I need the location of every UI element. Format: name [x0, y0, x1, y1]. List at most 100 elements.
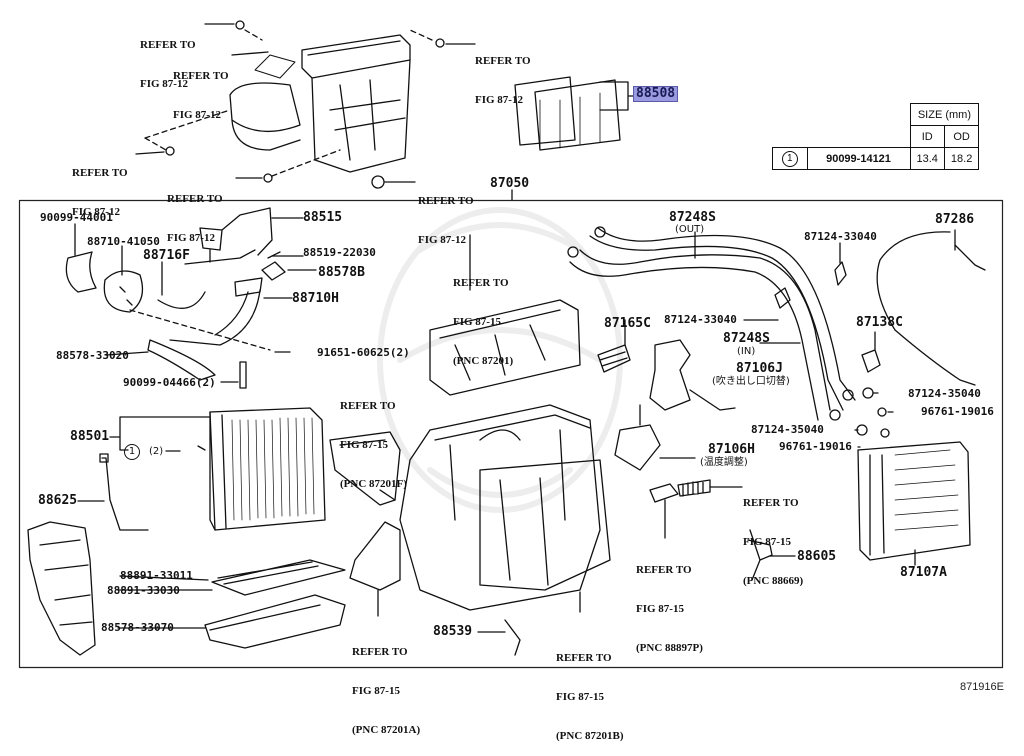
- refer-to-fig-87-12[interactable]: REFER TO FIG 87-12: [418, 169, 474, 260]
- table-blank: [773, 104, 911, 126]
- refer-to-fig-87-12[interactable]: REFER TO FIG 87-12: [173, 44, 229, 135]
- part-96761-19016[interactable]: 96761-19016: [921, 405, 994, 418]
- part-88891-33011[interactable]: 88891-33011: [120, 569, 193, 582]
- part-87106J-sub: (吹き出し口切替): [712, 376, 790, 387]
- part-88519-22030[interactable]: 88519-22030: [303, 246, 376, 259]
- ref-line-3: (PNC 87201A): [352, 724, 421, 736]
- refer-to-fig-87-12[interactable]: REFER TO FIG 87-12: [72, 141, 128, 232]
- part-87106H-sub: (温度調整): [700, 457, 748, 468]
- refer-to-pnc-88897P[interactable]: REFER TO FIG 87-15 (PNC 88897P): [636, 538, 703, 668]
- part-88501[interactable]: 88501: [70, 429, 110, 444]
- col-od: OD: [943, 125, 980, 148]
- parts-diagram: [18, 20, 1004, 669]
- ref-line-1: REFER TO: [418, 195, 474, 207]
- ref-line-1: REFER TO: [636, 564, 692, 576]
- ref-line-3: (PNC 87201): [453, 355, 514, 367]
- part-87124-33040[interactable]: 87124-33040: [804, 230, 877, 243]
- part-87050[interactable]: 87050: [490, 176, 530, 191]
- size-table: SIZE (mm) ID OD 1 90099-14121 13.4 18.2: [772, 103, 980, 170]
- ref-line-1: REFER TO: [72, 167, 128, 179]
- refer-to-pnc-87201B[interactable]: REFER TO FIG 87-15 (PNC 87201B): [556, 626, 624, 756]
- part-87138C[interactable]: 87138C: [856, 315, 903, 330]
- assembly-frame: [18, 199, 1004, 669]
- duct-left-drawing: [27, 521, 96, 656]
- ref-line-1: REFER TO: [556, 652, 612, 664]
- part-90099-04466[interactable]: 90099-04466(2): [123, 376, 216, 389]
- part-88539[interactable]: 88539: [433, 624, 473, 639]
- ref-line-2: FIG 87-15: [352, 685, 400, 697]
- part-87248S-in[interactable]: 87248S: [723, 331, 770, 346]
- ref-line-2: FIG 87-12: [475, 94, 523, 106]
- size-header: SIZE (mm): [909, 103, 980, 126]
- ref-line-3: (PNC 88897P): [636, 642, 703, 654]
- refer-to-pnc-87201F[interactable]: REFER TO FIG 87-15 (PNC 87201F): [340, 374, 407, 504]
- refer-to-pnc-87201A[interactable]: REFER TO FIG 87-15 (PNC 87201A): [352, 620, 420, 750]
- refer-to-pnc-88669[interactable]: REFER TO FIG 87-15 (PNC 88669): [743, 471, 803, 601]
- ref-line-2: FIG 87-15: [556, 691, 604, 703]
- ref-line-1: REFER TO: [352, 646, 408, 658]
- part-88625[interactable]: 88625: [38, 493, 78, 508]
- part-88605[interactable]: 88605: [797, 549, 837, 564]
- leader-lines-left: [105, 217, 317, 383]
- part-88578-33020[interactable]: 88578-33020: [56, 349, 129, 362]
- refer-to-fig-87-12[interactable]: REFER TO FIG 87-12: [475, 29, 531, 120]
- marker-cell: 1: [772, 147, 808, 170]
- part-87248S-out[interactable]: 87248S: [669, 210, 716, 225]
- refer-to-pnc-87201[interactable]: REFER TO FIG 87-15 (PNC 87201): [453, 251, 513, 381]
- refer-to-fig-87-12[interactable]: REFER TO FIG 87-12: [167, 167, 223, 258]
- damper-servo-drawing: [597, 319, 796, 581]
- part-87165C[interactable]: 87165C: [604, 316, 651, 331]
- part-91651-60625[interactable]: 91651-60625(2): [317, 346, 410, 359]
- ref-line-3: (PNC 87201F): [340, 478, 407, 490]
- filter-drawing: [514, 76, 635, 151]
- ref-line-1: REFER TO: [340, 400, 396, 412]
- refrigerant-pipes-drawing: [567, 226, 856, 421]
- expansion-valve-pipes-drawing: [65, 207, 286, 389]
- ref-line-2: FIG 87-15: [340, 439, 388, 451]
- ref-line-2: FIG 87-12: [173, 109, 221, 121]
- part-87107A[interactable]: 87107A: [900, 565, 947, 580]
- ref-line-1: REFER TO: [173, 70, 229, 82]
- part-88716F[interactable]: 88716F: [143, 248, 190, 263]
- table-blank: [773, 126, 911, 148]
- figure-id: 871916E: [959, 681, 1004, 693]
- ref-line-2: FIG 87-15: [453, 316, 501, 328]
- part-87106H[interactable]: 87106H: [708, 442, 755, 457]
- part-88578-33070[interactable]: 88578-33070: [101, 621, 174, 634]
- ref-line-2: FIG 87-15: [743, 536, 791, 548]
- heater-unit-top-drawing: [144, 20, 445, 189]
- clamps-and-orings-drawing: [743, 242, 894, 448]
- part-88515[interactable]: 88515: [303, 210, 343, 225]
- ref-line-2: FIG 87-15: [636, 603, 684, 615]
- part-88710-41050[interactable]: 88710-41050: [87, 235, 160, 248]
- col-id: ID: [909, 125, 945, 148]
- part-87106J[interactable]: 87106J: [736, 361, 783, 376]
- part-87124-35040[interactable]: 87124-35040: [908, 387, 981, 400]
- part-87248S-in-sub: (IN): [737, 346, 756, 357]
- ref-line-1: REFER TO: [743, 497, 799, 509]
- part-96761-19016[interactable]: 96761-19016: [779, 440, 852, 453]
- ref-line-1: REFER TO: [453, 277, 509, 289]
- ref-line-2: FIG 87-12: [140, 78, 188, 90]
- part-87124-33040[interactable]: 87124-33040: [664, 313, 737, 326]
- quantity-2: (2): [149, 446, 164, 457]
- part-87286[interactable]: 87286: [935, 212, 975, 227]
- part-88508-highlighted[interactable]: 88508: [633, 86, 679, 102]
- ref-line-3: (PNC 87201B): [556, 730, 624, 742]
- part-90099-44001[interactable]: 90099-44001: [40, 211, 113, 224]
- part-88710H[interactable]: 88710H: [292, 291, 339, 306]
- id-cell: 13.4: [909, 147, 945, 170]
- ref-line-1: REFER TO: [475, 55, 531, 67]
- ref-line-2: FIG 87-12: [167, 232, 215, 244]
- ref-line-1: REFER TO: [140, 39, 196, 51]
- part-number-cell[interactable]: 90099-14121: [806, 147, 911, 170]
- ground-cable-drawing: [876, 229, 986, 386]
- circled-marker: 1: [781, 150, 798, 167]
- ref-line-3: (PNC 88669): [743, 575, 804, 587]
- part-87124-35040[interactable]: 87124-35040: [751, 423, 824, 436]
- part-88891-33030[interactable]: 88891-33030: [107, 584, 180, 597]
- marker-1: 1: [124, 444, 140, 460]
- part-88578B[interactable]: 88578B: [318, 265, 365, 280]
- refer-to-fig-87-12[interactable]: REFER TO FIG 87-12: [140, 13, 196, 104]
- blower-case-drawing: [329, 234, 611, 656]
